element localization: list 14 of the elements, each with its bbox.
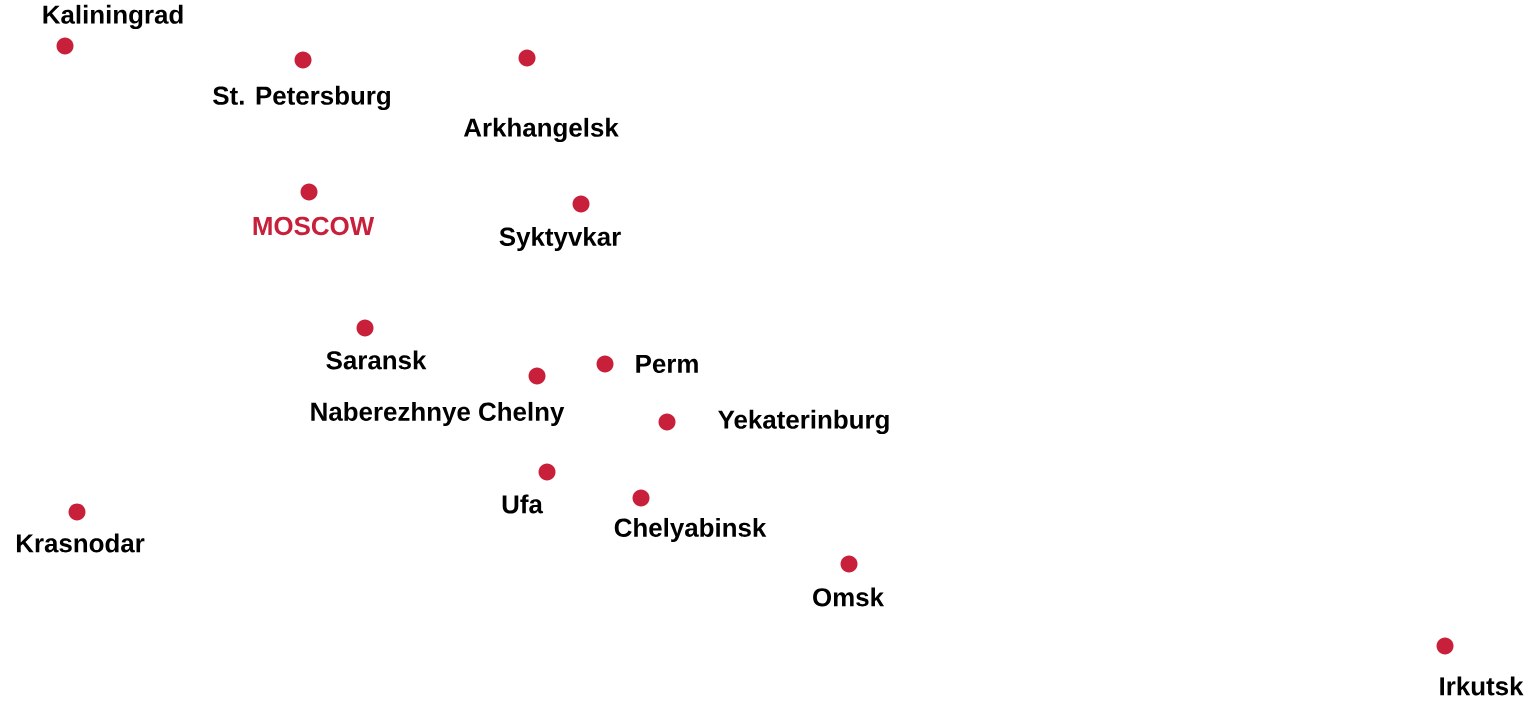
city-name: Ufa xyxy=(502,494,544,514)
city-name: Yekaterinburg xyxy=(718,409,889,435)
city-name: MOSCOW xyxy=(253,216,375,236)
city-name: Irkutsk xyxy=(1440,676,1524,696)
city-name: Chelyabinsk xyxy=(614,517,767,543)
city-name: Krasnodar xyxy=(16,533,145,553)
city-name: Syktyvkar xyxy=(499,226,621,252)
city-name: Naberezhnye Chelny xyxy=(311,401,565,427)
city-name: Arkhangelsk xyxy=(463,117,619,143)
city-name: Perm xyxy=(636,354,698,373)
city-name: St. Petersburg xyxy=(213,85,390,111)
city-name: Omsk xyxy=(813,587,885,607)
city-name: Saransk xyxy=(326,350,427,370)
city-name: Kaliningrad xyxy=(43,4,183,30)
